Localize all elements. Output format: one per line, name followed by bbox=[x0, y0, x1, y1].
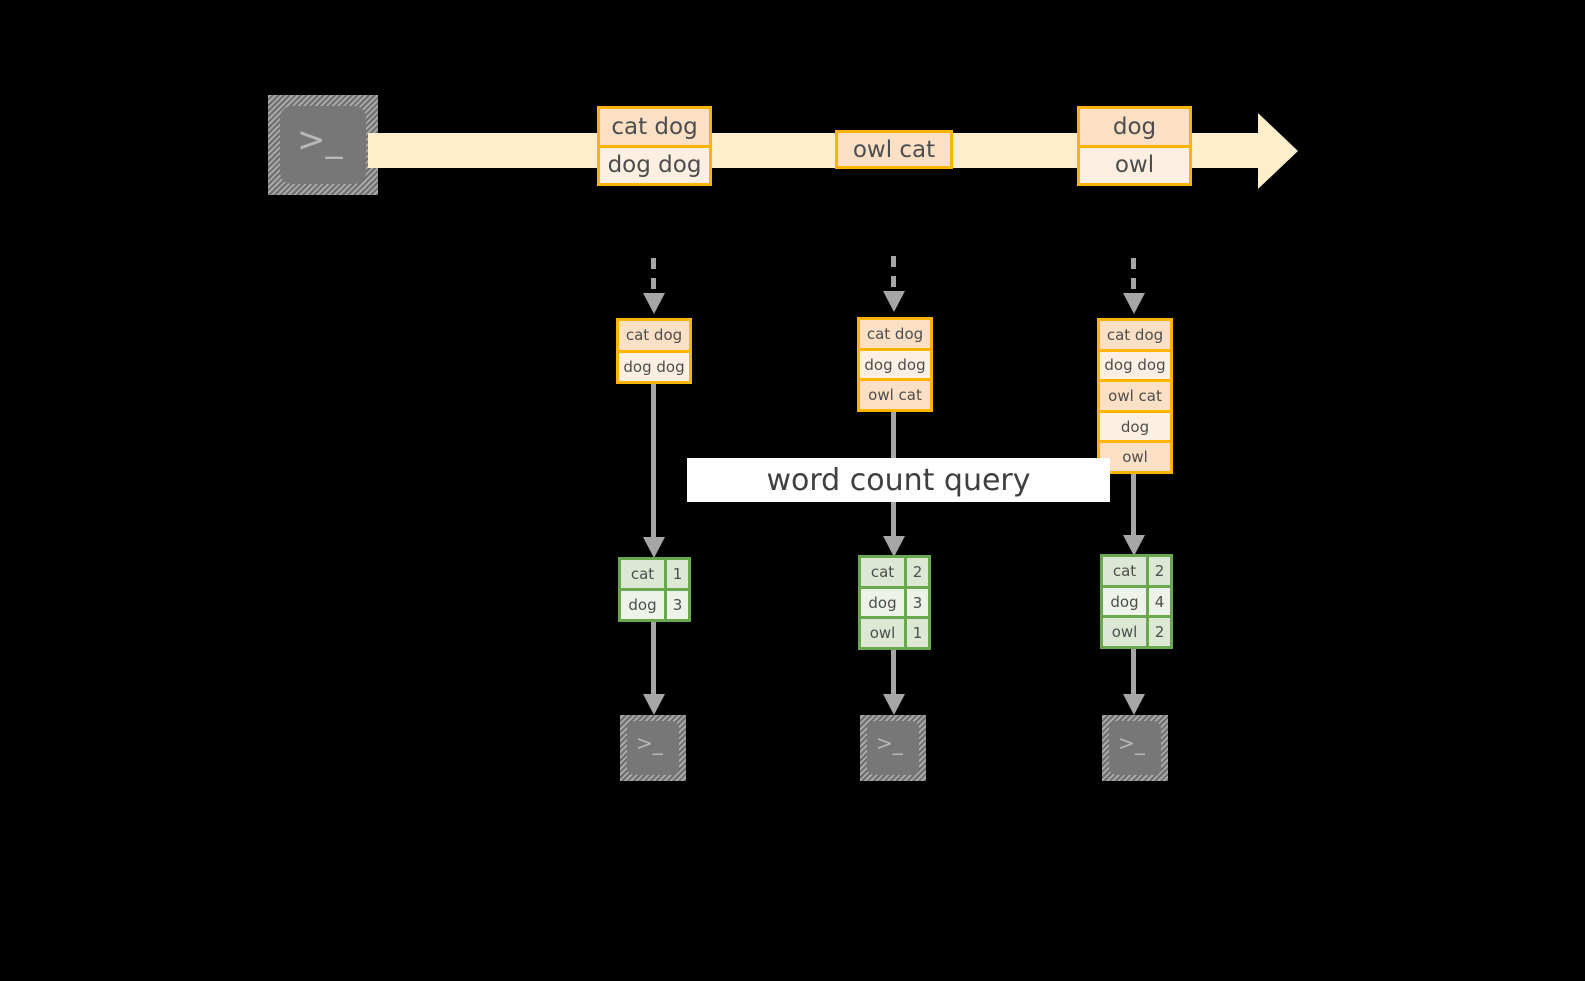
stream-event-line: cat dog bbox=[600, 109, 709, 145]
stream-tap-dashed-line bbox=[891, 256, 896, 294]
result-word: cat bbox=[870, 562, 895, 581]
result-row: dog 4 bbox=[1103, 584, 1170, 616]
result-word: owl bbox=[869, 624, 896, 643]
sink-terminal-icon: >_ bbox=[620, 715, 686, 781]
stream-event-box: dog owl bbox=[1077, 106, 1192, 186]
snapshot-row: dog bbox=[1100, 409, 1170, 441]
snapshot-table: cat dog dog dog bbox=[616, 318, 692, 384]
result-count: 2 bbox=[1146, 557, 1170, 585]
result-count: 3 bbox=[664, 591, 688, 619]
sink-terminal-icon: >_ bbox=[1102, 715, 1168, 781]
terminal-screen bbox=[627, 721, 679, 775]
result-table: cat 2 dog 4 owl 2 bbox=[1100, 554, 1173, 649]
stream-tap-dashed-line bbox=[1131, 258, 1136, 298]
query-flow-line bbox=[1131, 474, 1136, 537]
stream-tap-arrow-head bbox=[643, 293, 665, 314]
result-table: cat 1 dog 3 bbox=[618, 557, 691, 622]
query-label-band: word count query bbox=[687, 458, 1110, 502]
stream-event-line: dog bbox=[1080, 109, 1189, 145]
result-word: dog bbox=[1110, 592, 1139, 611]
source-terminal-icon: >_ bbox=[268, 95, 378, 195]
result-row: owl 1 bbox=[861, 616, 928, 648]
result-row: cat 2 bbox=[861, 558, 928, 586]
snapshot-row: owl cat bbox=[860, 378, 930, 410]
query-flow-arrow-head bbox=[1123, 535, 1145, 556]
stream-tap-arrow-head bbox=[883, 291, 905, 312]
sink-flow-line bbox=[891, 650, 896, 698]
snapshot-table: cat dog dog dog owl cat dog owl bbox=[1097, 318, 1173, 474]
terminal-prompt-glyph: >_ bbox=[876, 731, 903, 755]
result-word: dog bbox=[628, 596, 657, 614]
terminal-screen bbox=[280, 106, 366, 184]
query-flow-line bbox=[651, 384, 656, 539]
snapshot-row: dog dog bbox=[860, 347, 930, 379]
result-count: 4 bbox=[1146, 587, 1170, 616]
snapshot-table: cat dog dog dog owl cat bbox=[857, 317, 933, 412]
stream-event-box: owl cat bbox=[835, 130, 953, 169]
stream-event-box: cat dog dog dog bbox=[597, 106, 712, 186]
result-row: cat 1 bbox=[621, 560, 688, 588]
result-word: cat bbox=[1112, 561, 1137, 580]
stream-tap-arrow-head bbox=[1123, 293, 1145, 314]
stream-tap-dashed-line bbox=[651, 258, 656, 298]
snapshot-row: owl bbox=[1100, 440, 1170, 471]
snapshot-row: owl cat bbox=[1100, 379, 1170, 410]
terminal-prompt-glyph: >_ bbox=[297, 120, 343, 160]
result-word: dog bbox=[868, 593, 897, 612]
result-count: 1 bbox=[664, 560, 688, 588]
stream-event-line: dog dog bbox=[600, 144, 709, 183]
sink-flow-arrow-head bbox=[883, 694, 905, 715]
snapshot-row: cat dog bbox=[619, 321, 689, 350]
sink-flow-arrow-head bbox=[643, 694, 665, 715]
snapshot-row: dog dog bbox=[619, 349, 689, 381]
query-label-text: word count query bbox=[766, 462, 1031, 498]
terminal-screen bbox=[867, 721, 919, 775]
sink-flow-line bbox=[1131, 649, 1136, 696]
result-count: 1 bbox=[904, 619, 928, 648]
terminal-prompt-glyph: >_ bbox=[636, 731, 663, 755]
terminal-screen bbox=[1109, 721, 1161, 775]
result-count: 2 bbox=[1146, 618, 1170, 647]
sink-flow-arrow-head bbox=[1123, 694, 1145, 715]
sink-flow-line bbox=[651, 622, 656, 696]
stream-event-line: owl bbox=[1080, 144, 1189, 183]
sink-terminal-icon: >_ bbox=[860, 715, 926, 781]
snapshot-row: cat dog bbox=[1100, 321, 1170, 349]
result-word: owl bbox=[1111, 623, 1138, 642]
query-flow-arrow-head bbox=[643, 537, 665, 558]
result-row: dog 3 bbox=[861, 585, 928, 617]
event-stream-arrow-head bbox=[1258, 113, 1298, 189]
result-table: cat 2 dog 3 owl 1 bbox=[858, 555, 931, 650]
result-row: owl 2 bbox=[1103, 615, 1170, 647]
result-word: cat bbox=[630, 565, 655, 583]
result-count: 3 bbox=[904, 588, 928, 617]
snapshot-row: cat dog bbox=[860, 320, 930, 348]
snapshot-row: dog dog bbox=[1100, 348, 1170, 380]
query-flow-arrow-head bbox=[883, 536, 905, 557]
stream-event-line: owl cat bbox=[838, 133, 950, 166]
terminal-prompt-glyph: >_ bbox=[1118, 731, 1145, 755]
result-row: dog 3 bbox=[621, 588, 688, 619]
result-count: 2 bbox=[904, 558, 928, 586]
result-row: cat 2 bbox=[1103, 557, 1170, 585]
